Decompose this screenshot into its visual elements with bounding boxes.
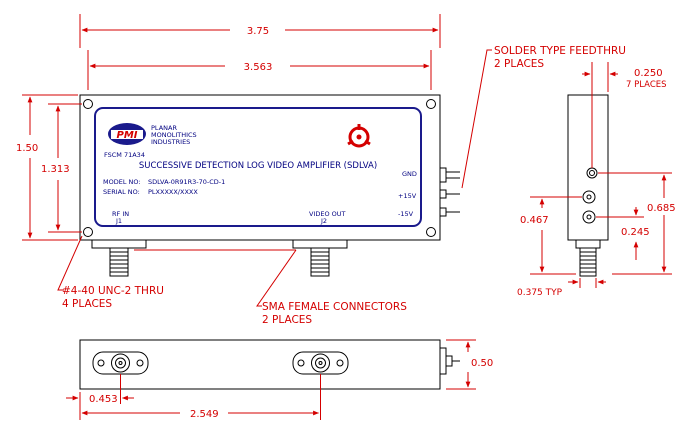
dim-overall-width: 3.75 bbox=[247, 26, 269, 37]
j1-label: J1 bbox=[115, 217, 122, 225]
bottom-view-body bbox=[79, 339, 441, 390]
serial-value: PLXXXXX/XXXX bbox=[148, 188, 198, 196]
side-view: 0.250 7 PLACES 0.685 0.245 0.467 0.375 T… bbox=[517, 62, 676, 298]
dim-j1-offset: 0.453 bbox=[89, 394, 118, 405]
dim-feedthru-spacing: 0.250 bbox=[634, 68, 663, 79]
top-view: PMI PLANAR MONOLITHICS INDUSTRIES FSCM 7… bbox=[16, 14, 626, 326]
note-sma-line1: SMA FEMALE CONNECTORS bbox=[262, 301, 407, 313]
esd-symbol-icon bbox=[347, 124, 371, 148]
note-feedthru-line2: 2 PLACES bbox=[494, 58, 544, 70]
dim-mounting-width: 3.563 bbox=[244, 62, 273, 73]
dim-side-depth: 0.375 TYP bbox=[517, 288, 563, 298]
company-name-line3: INDUSTRIES bbox=[151, 138, 190, 146]
label-plate bbox=[94, 107, 422, 227]
side-connector-upper bbox=[582, 190, 596, 204]
gnd-label: GND bbox=[402, 170, 417, 178]
dim-side-height-b: 0.467 bbox=[520, 215, 549, 226]
mounting-hole-top-right bbox=[426, 99, 436, 109]
dim-j2-offset: 2.549 bbox=[190, 409, 219, 420]
dim-side-height-a: 0.685 bbox=[647, 203, 676, 214]
model-value: SDLVA-0R91R3-70-CD-1 bbox=[148, 178, 225, 186]
feedthru-pins bbox=[439, 167, 460, 217]
bottom-view: 0.50 0.453 2.549 bbox=[66, 339, 493, 420]
product-title: SUCCESSIVE DETECTION LOG VIDEO AMPLIFIER… bbox=[139, 161, 377, 171]
j2-label: J2 bbox=[320, 217, 327, 225]
rf-in-label: RF IN bbox=[112, 210, 129, 218]
note-feedthru-line1: SOLDER TYPE FEEDTHRU bbox=[494, 45, 626, 57]
video-out-label: VIDEO OUT bbox=[309, 210, 346, 218]
serial-label: SERIAL NO: bbox=[103, 188, 140, 196]
dim-overall-height: 1.50 bbox=[16, 143, 38, 154]
dim-mounting-height: 1.313 bbox=[41, 164, 70, 175]
pmi-logo: PMI bbox=[108, 123, 146, 145]
minus15v-label: -15V bbox=[398, 210, 414, 218]
mounting-hole-bottom-right bbox=[426, 227, 436, 237]
company-name-line1: PLANAR bbox=[151, 124, 177, 132]
dim-bottom-height: 0.50 bbox=[471, 358, 493, 369]
sma-connector-j2 bbox=[292, 239, 348, 277]
side-connector-lower bbox=[582, 210, 596, 224]
sma-connector-j1 bbox=[91, 239, 147, 277]
model-label: MODEL NO: bbox=[103, 178, 141, 186]
side-view-body bbox=[567, 94, 609, 241]
note-thru-line2: 4 PLACES bbox=[62, 298, 112, 310]
logo-text: PMI bbox=[116, 130, 137, 141]
mounting-hole-bottom-left bbox=[83, 227, 93, 237]
plus15v-label: +15V bbox=[398, 192, 417, 200]
side-sma-connector bbox=[575, 239, 601, 277]
note-thru-line1: #4-40 UNC-2 THRU bbox=[62, 285, 164, 297]
dim-side-height-c: 0.245 bbox=[621, 227, 650, 238]
dim-feedthru-places: 7 PLACES bbox=[626, 80, 667, 90]
note-sma-line2: 2 PLACES bbox=[262, 314, 312, 326]
bottom-feedthru bbox=[439, 347, 460, 375]
fscm-code: FSCM 71A34 bbox=[104, 151, 145, 159]
mounting-hole-top-left bbox=[83, 99, 93, 109]
company-name-line2: MONOLITHICS bbox=[151, 131, 197, 139]
